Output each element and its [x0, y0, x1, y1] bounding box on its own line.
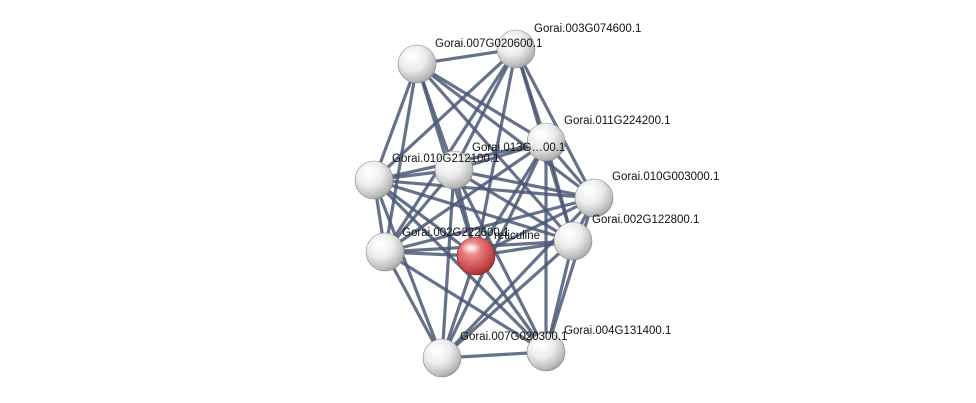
- node-highlight: [501, 35, 521, 47]
- edge-g013-g010g003000: [452, 168, 596, 200]
- node-highlight: [370, 238, 390, 250]
- node-label-g007g020300: Gorai.007G020300.1: [460, 331, 567, 343]
- node-highlight: [359, 166, 379, 178]
- edges-layer: [372, 47, 596, 360]
- node-g002g122800[interactable]: [553, 221, 593, 261]
- edge-g002g222600-g004g131400: [383, 250, 548, 354]
- edge-g010g212100-g010g003000: [372, 178, 596, 200]
- node-highlight: [439, 156, 459, 168]
- node-highlight: [402, 50, 422, 62]
- node-label-g011g224200: Gorai.011G224200.1: [564, 115, 671, 127]
- node-g010g003000[interactable]: [574, 178, 614, 218]
- node-sphere[interactable]: [553, 221, 593, 261]
- edge-g003g074600-g013: [452, 47, 518, 172]
- node-label-g010g003000: Gorai.010G003000.1: [612, 171, 719, 183]
- node-g013[interactable]: [434, 150, 474, 190]
- node-highlight: [579, 184, 599, 196]
- node-label-g007g020600: Gorai.007G020600.1: [435, 38, 542, 50]
- node-highlight: [558, 227, 578, 239]
- node-g007g020600[interactable]: [397, 44, 437, 84]
- node-reticuline[interactable]: [456, 236, 496, 276]
- edge-g010g003000-g002g222600: [383, 196, 596, 254]
- node-g010g212100[interactable]: [354, 160, 394, 200]
- node-sphere[interactable]: [397, 44, 437, 84]
- edge-g007g020600-g010g212100: [372, 62, 419, 182]
- node-sphere[interactable]: [365, 232, 405, 272]
- edge-g003g074600-g002g222600: [383, 47, 518, 254]
- nodes-layer: [354, 29, 614, 378]
- node-label-g013: Gorai.013G…00.1: [472, 142, 565, 154]
- node-highlight: [531, 128, 551, 140]
- edge-g013-g002g122800: [452, 168, 575, 243]
- node-label-g004g131400: Gorai.004G131400.1: [564, 325, 671, 337]
- node-highlight: [427, 344, 447, 356]
- node-label-g003g074600: Gorai.003G074600.1: [534, 23, 641, 35]
- edge-g003g074600-g010g003000: [514, 47, 596, 200]
- node-g002g222600[interactable]: [365, 232, 405, 272]
- node-label-reticuline: reticuline: [494, 230, 540, 242]
- node-g007g020300[interactable]: [422, 338, 462, 378]
- node-highlight: [531, 338, 551, 350]
- edge-g007g020600-g010g003000: [415, 62, 596, 200]
- edge-g010g212100-g007g020300: [372, 178, 444, 360]
- node-sphere[interactable]: [422, 338, 462, 378]
- edge-g011g224200-g002g222600: [383, 140, 548, 254]
- node-label-g002g222600: Gorai.002G222600.1: [402, 227, 509, 239]
- edge-g010g212100-g002g122800: [372, 178, 575, 243]
- node-g011g224200[interactable]: [526, 122, 566, 162]
- node-g003g074600[interactable]: [496, 29, 536, 69]
- node-label-g002g122800: Gorai.002G122800.1: [592, 214, 699, 226]
- edge-reticuline-g004g131400: [474, 254, 548, 354]
- edge-g010g003000-g004g131400: [544, 196, 596, 354]
- node-g004g131400[interactable]: [526, 332, 566, 372]
- edge-g013-g007g020300: [440, 168, 456, 360]
- edge-g003g074600-g010g212100: [372, 47, 518, 182]
- edge-g010g212100-reticuline: [372, 178, 478, 258]
- edge-g002g222600-g007g020300: [383, 250, 444, 360]
- node-sphere[interactable]: [574, 178, 614, 218]
- node-sphere[interactable]: [354, 160, 394, 200]
- node-label-g010g212100: Gorai.010G212100.1: [392, 153, 499, 165]
- node-sphere[interactable]: [456, 236, 496, 276]
- node-highlight: [461, 242, 481, 254]
- edge-g013-g004g131400: [452, 168, 548, 354]
- labels-layer: Gorai.007G020600.1 Gorai.003G074600.1Gora…: [392, 23, 719, 343]
